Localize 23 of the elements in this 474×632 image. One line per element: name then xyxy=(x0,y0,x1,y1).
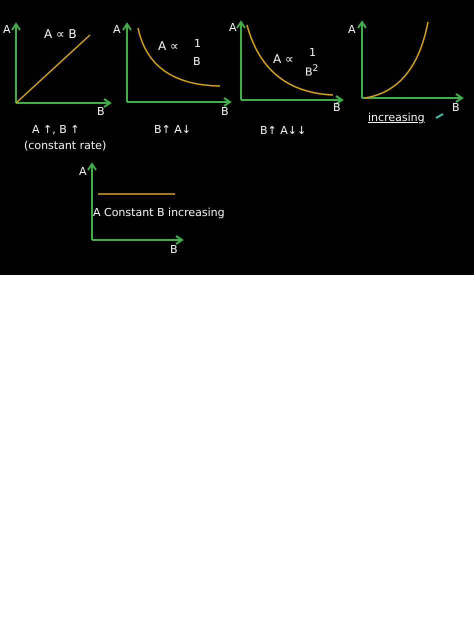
axis-label: B xyxy=(170,244,178,256)
formula-label: A ∝ B xyxy=(44,28,77,42)
note-text: B↑ A↓ xyxy=(154,124,192,136)
fraction-denominator: B$^{2}$ xyxy=(305,64,318,79)
note-text: increasing xyxy=(368,112,425,124)
formula-label: A ∝ xyxy=(158,40,179,54)
note-text: B↑ A↓↓ xyxy=(260,125,306,138)
note-text: (constant rate) xyxy=(24,140,106,152)
axis-label: B xyxy=(333,102,341,114)
axis-label: B xyxy=(221,106,229,118)
axis-label: B xyxy=(452,102,460,114)
axis-label: A xyxy=(79,166,87,178)
fraction-numerator: 1 xyxy=(309,47,316,60)
fraction-denominator: B xyxy=(193,56,201,68)
axis-label: A xyxy=(348,24,356,36)
note-text: A Constant B increasing xyxy=(93,207,225,220)
formula-label: A ∝ xyxy=(273,53,294,66)
axis-label: A xyxy=(229,22,237,34)
axis-label: A xyxy=(113,24,121,36)
note-text: A ↑, B ↑ xyxy=(32,124,80,136)
fraction-numerator: 1 xyxy=(194,38,201,50)
axis-label: A xyxy=(3,24,11,36)
axis-label: B xyxy=(97,106,105,118)
